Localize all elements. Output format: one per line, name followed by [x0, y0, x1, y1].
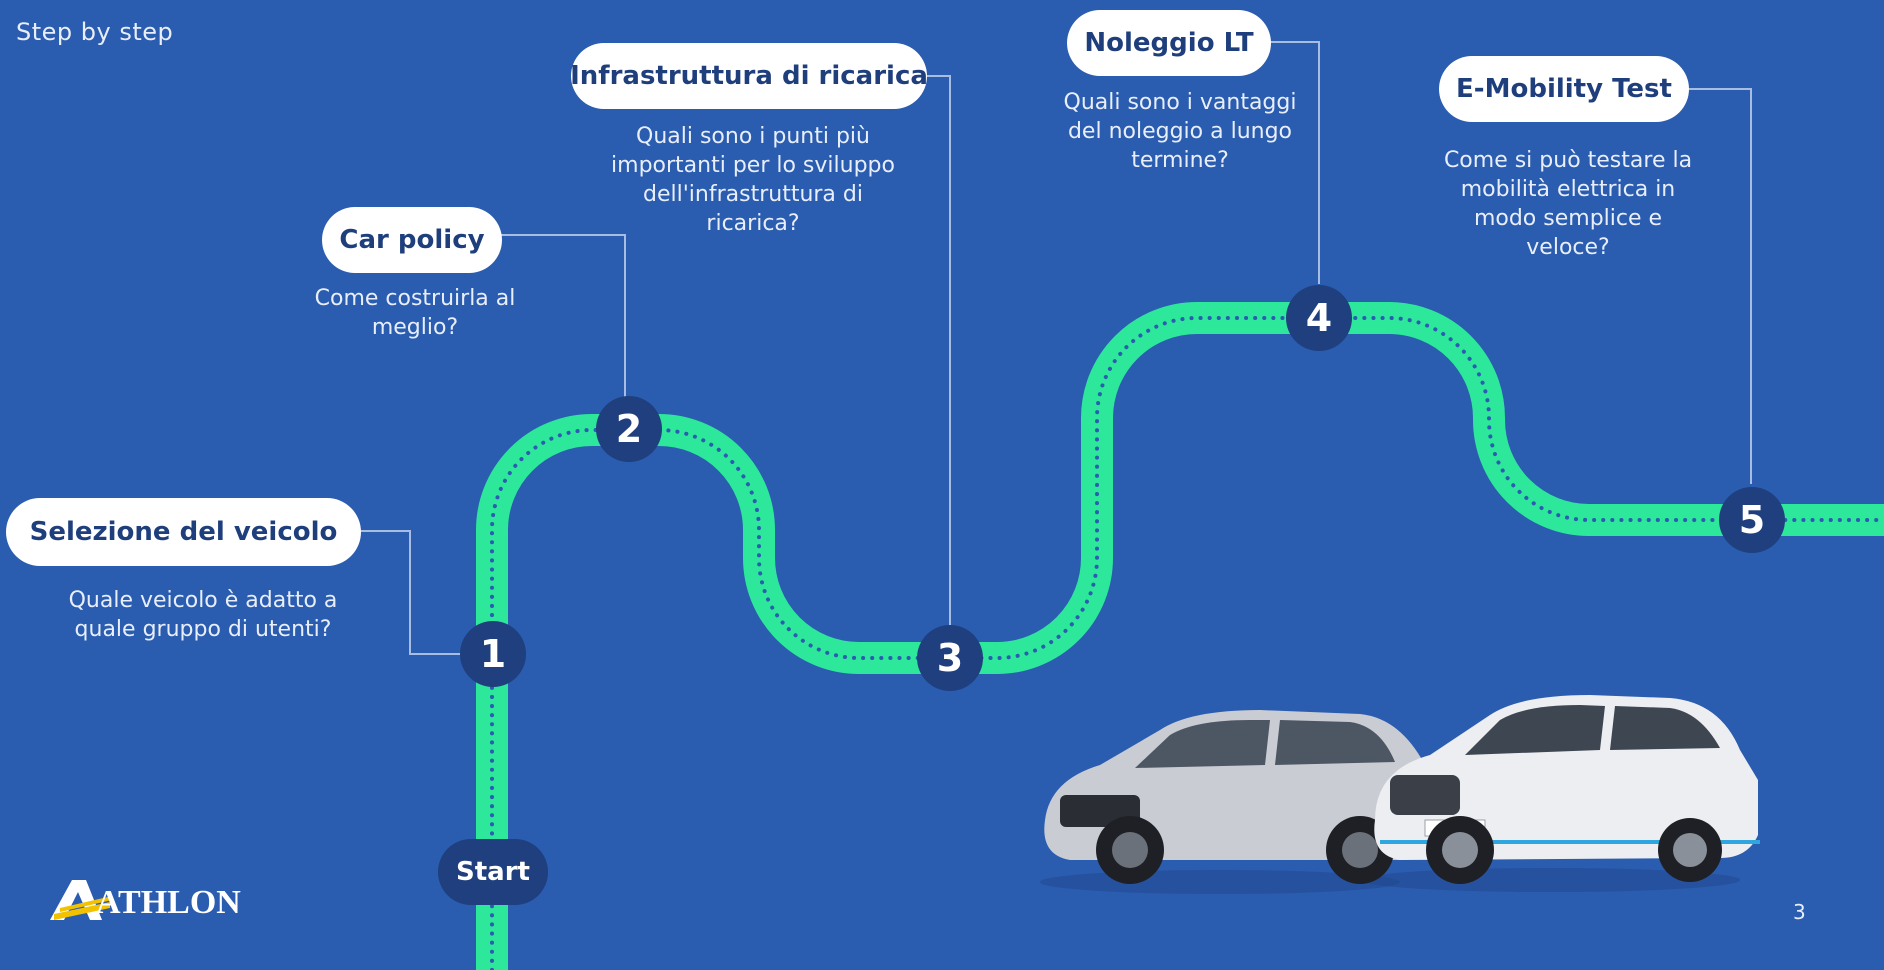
page-number: 3 — [1793, 900, 1806, 924]
start-marker: Start — [438, 839, 548, 905]
step-4-marker: 4 — [1286, 285, 1352, 351]
road-dots — [490, 316, 1884, 970]
connector-5 — [1688, 88, 1752, 484]
cars-illustration — [1040, 695, 1760, 894]
step-4-description: Quali sono i vantaggi del noleggio a lun… — [1063, 90, 1297, 173]
car-white — [1374, 695, 1760, 884]
step-5-marker: 5 — [1719, 487, 1785, 553]
connector-3 — [925, 75, 951, 625]
step-1-marker: 1 — [460, 621, 526, 687]
step-2-description: Come costruirla al meglio? — [314, 286, 516, 340]
step-4-title: Noleggio LT — [1067, 10, 1271, 76]
connector-1 — [360, 530, 462, 655]
step-5-description: Come si può testare la mobilità elettric… — [1443, 148, 1693, 260]
step-2-title: Car policy — [322, 207, 502, 273]
step-3-title: Infrastruttura di ricarica — [570, 43, 928, 109]
connector-2 — [500, 234, 626, 397]
logo-text-label: ATHLON — [96, 884, 241, 921]
step-1-description: Quale veicolo è adatto a quale gruppo di… — [68, 588, 338, 642]
step-2-marker: 2 — [596, 396, 662, 462]
athlon-logo-text: ATHLON — [96, 884, 241, 922]
step-1-title: Selezione del veicolo — [6, 498, 361, 566]
step-3-description: Quali sono i punti più importanti per lo… — [611, 124, 895, 236]
athlon-logo-mark — [50, 880, 112, 920]
connector-4 — [1270, 41, 1320, 284]
step-3-marker: 3 — [917, 625, 983, 691]
step-5-title: E-Mobility Test — [1439, 56, 1689, 122]
connector-lines — [360, 41, 1752, 655]
page-label: Step by step — [16, 18, 174, 46]
car-silver — [1044, 710, 1440, 884]
